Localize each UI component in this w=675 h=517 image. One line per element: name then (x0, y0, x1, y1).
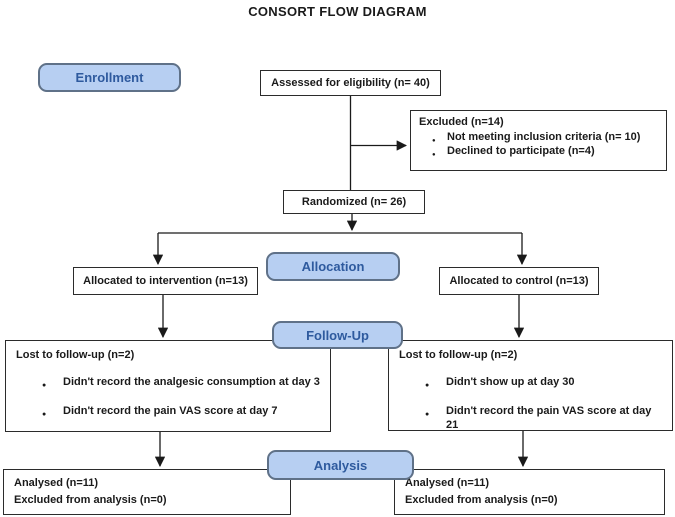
box-assessed-eligibility: Assessed for eligibility (n= 40) (260, 70, 441, 96)
excluded-bullet-list: Not meeting inclusion criteria (n= 10) D… (419, 130, 658, 162)
followup-left-bullet-list: Didn't record the analgesic consumption … (16, 375, 320, 422)
followup-right-bullet: Didn't record the pain VAS score at day … (399, 404, 662, 432)
stage-badge-allocation: Allocation (266, 252, 400, 281)
stage-badge-followup: Follow-Up (272, 321, 403, 349)
box-lost-followup-control: Lost to follow-up (n=2) Didn't show up a… (388, 340, 673, 431)
box-lost-followup-intervention: Lost to follow-up (n=2) Didn't record th… (5, 340, 331, 432)
excluded-bullet: Not meeting inclusion criteria (n= 10) (419, 130, 658, 148)
page-title: CONSORT FLOW DIAGRAM (248, 4, 427, 19)
box-allocated-intervention: Allocated to intervention (n=13) (73, 267, 258, 295)
followup-right-bullet-list: Didn't show up at day 30 Didn't record t… (399, 375, 662, 432)
box-allocated-control: Allocated to control (n=13) (439, 267, 599, 295)
followup-left-title: Lost to follow-up (n=2) (16, 349, 135, 361)
stage-badge-enrollment: Enrollment (38, 63, 181, 92)
box-analysed-intervention: Analysed (n=11) Excluded from analysis (… (3, 469, 291, 515)
box-analysed-control: Analysed (n=11) Excluded from analysis (… (394, 469, 665, 515)
excluded-title: Excluded (n=14) (419, 116, 504, 128)
followup-right-title: Lost to follow-up (n=2) (399, 349, 518, 361)
followup-left-bullet: Didn't record the pain VAS score at day … (16, 404, 320, 422)
box-randomized: Randomized (n= 26) (283, 190, 425, 214)
analysed-right-line2: Excluded from analysis (n=0) (405, 494, 558, 506)
box-excluded: Excluded (n=14) Not meeting inclusion cr… (410, 110, 667, 171)
analysed-left-line1: Analysed (n=11) (14, 477, 99, 489)
stage-badge-analysis: Analysis (267, 450, 414, 480)
analysed-left-line2: Excluded from analysis (n=0) (14, 494, 167, 506)
analysed-right-line1: Analysed (n=11) (405, 477, 490, 489)
excluded-bullet: Declined to participate (n=4) (419, 144, 658, 162)
followup-right-bullet: Didn't show up at day 30 (399, 375, 662, 393)
followup-left-bullet: Didn't record the analgesic consumption … (16, 375, 320, 393)
